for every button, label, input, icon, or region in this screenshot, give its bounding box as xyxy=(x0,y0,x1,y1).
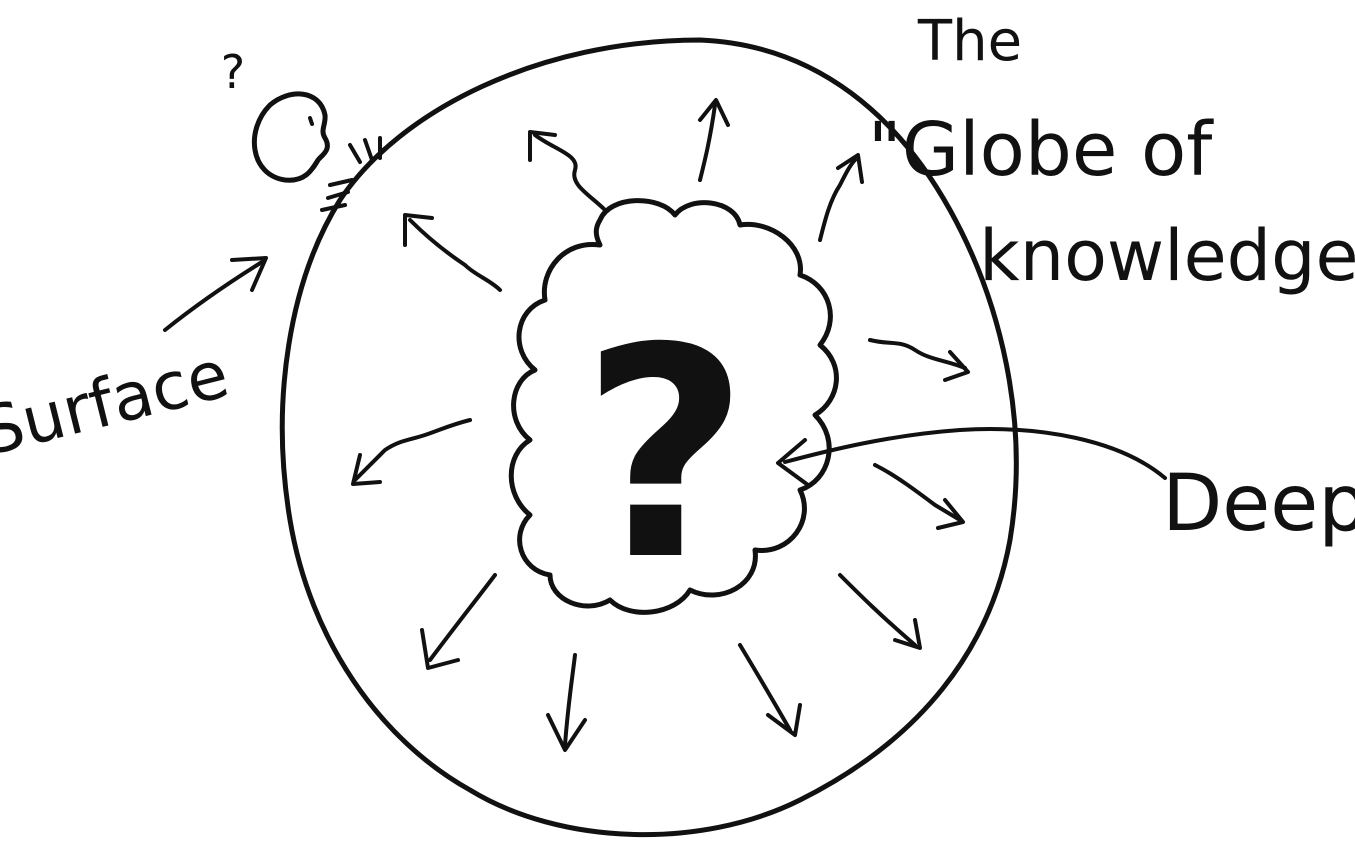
person-head xyxy=(254,94,327,180)
arrow-up xyxy=(700,100,728,180)
title-line-3: knowledge" xyxy=(979,215,1355,297)
center-question-mark: ? xyxy=(581,287,749,624)
person-eye xyxy=(310,118,312,124)
deep-arrow xyxy=(778,429,1165,485)
person-question-mark: ? xyxy=(221,45,245,99)
arrow-right-bottom xyxy=(840,575,920,648)
deep-label: Deep xyxy=(1162,459,1355,549)
arrow-right xyxy=(870,340,968,380)
surface-label: Surface xyxy=(0,335,236,471)
title-line-2: "Globe of xyxy=(868,107,1215,193)
title-line-1: The xyxy=(917,9,1022,74)
arrow-down-left xyxy=(422,575,495,668)
arrow-left-lower xyxy=(353,420,470,484)
arrow-right-lower xyxy=(875,465,963,528)
arrow-left xyxy=(405,215,500,290)
surface-arrow xyxy=(165,258,266,330)
arrow-down xyxy=(548,655,585,750)
arrow-up-right xyxy=(820,155,862,240)
arrow-down-right xyxy=(740,645,800,735)
impact-marks xyxy=(322,138,380,210)
arrow-up-left-top xyxy=(530,132,605,210)
